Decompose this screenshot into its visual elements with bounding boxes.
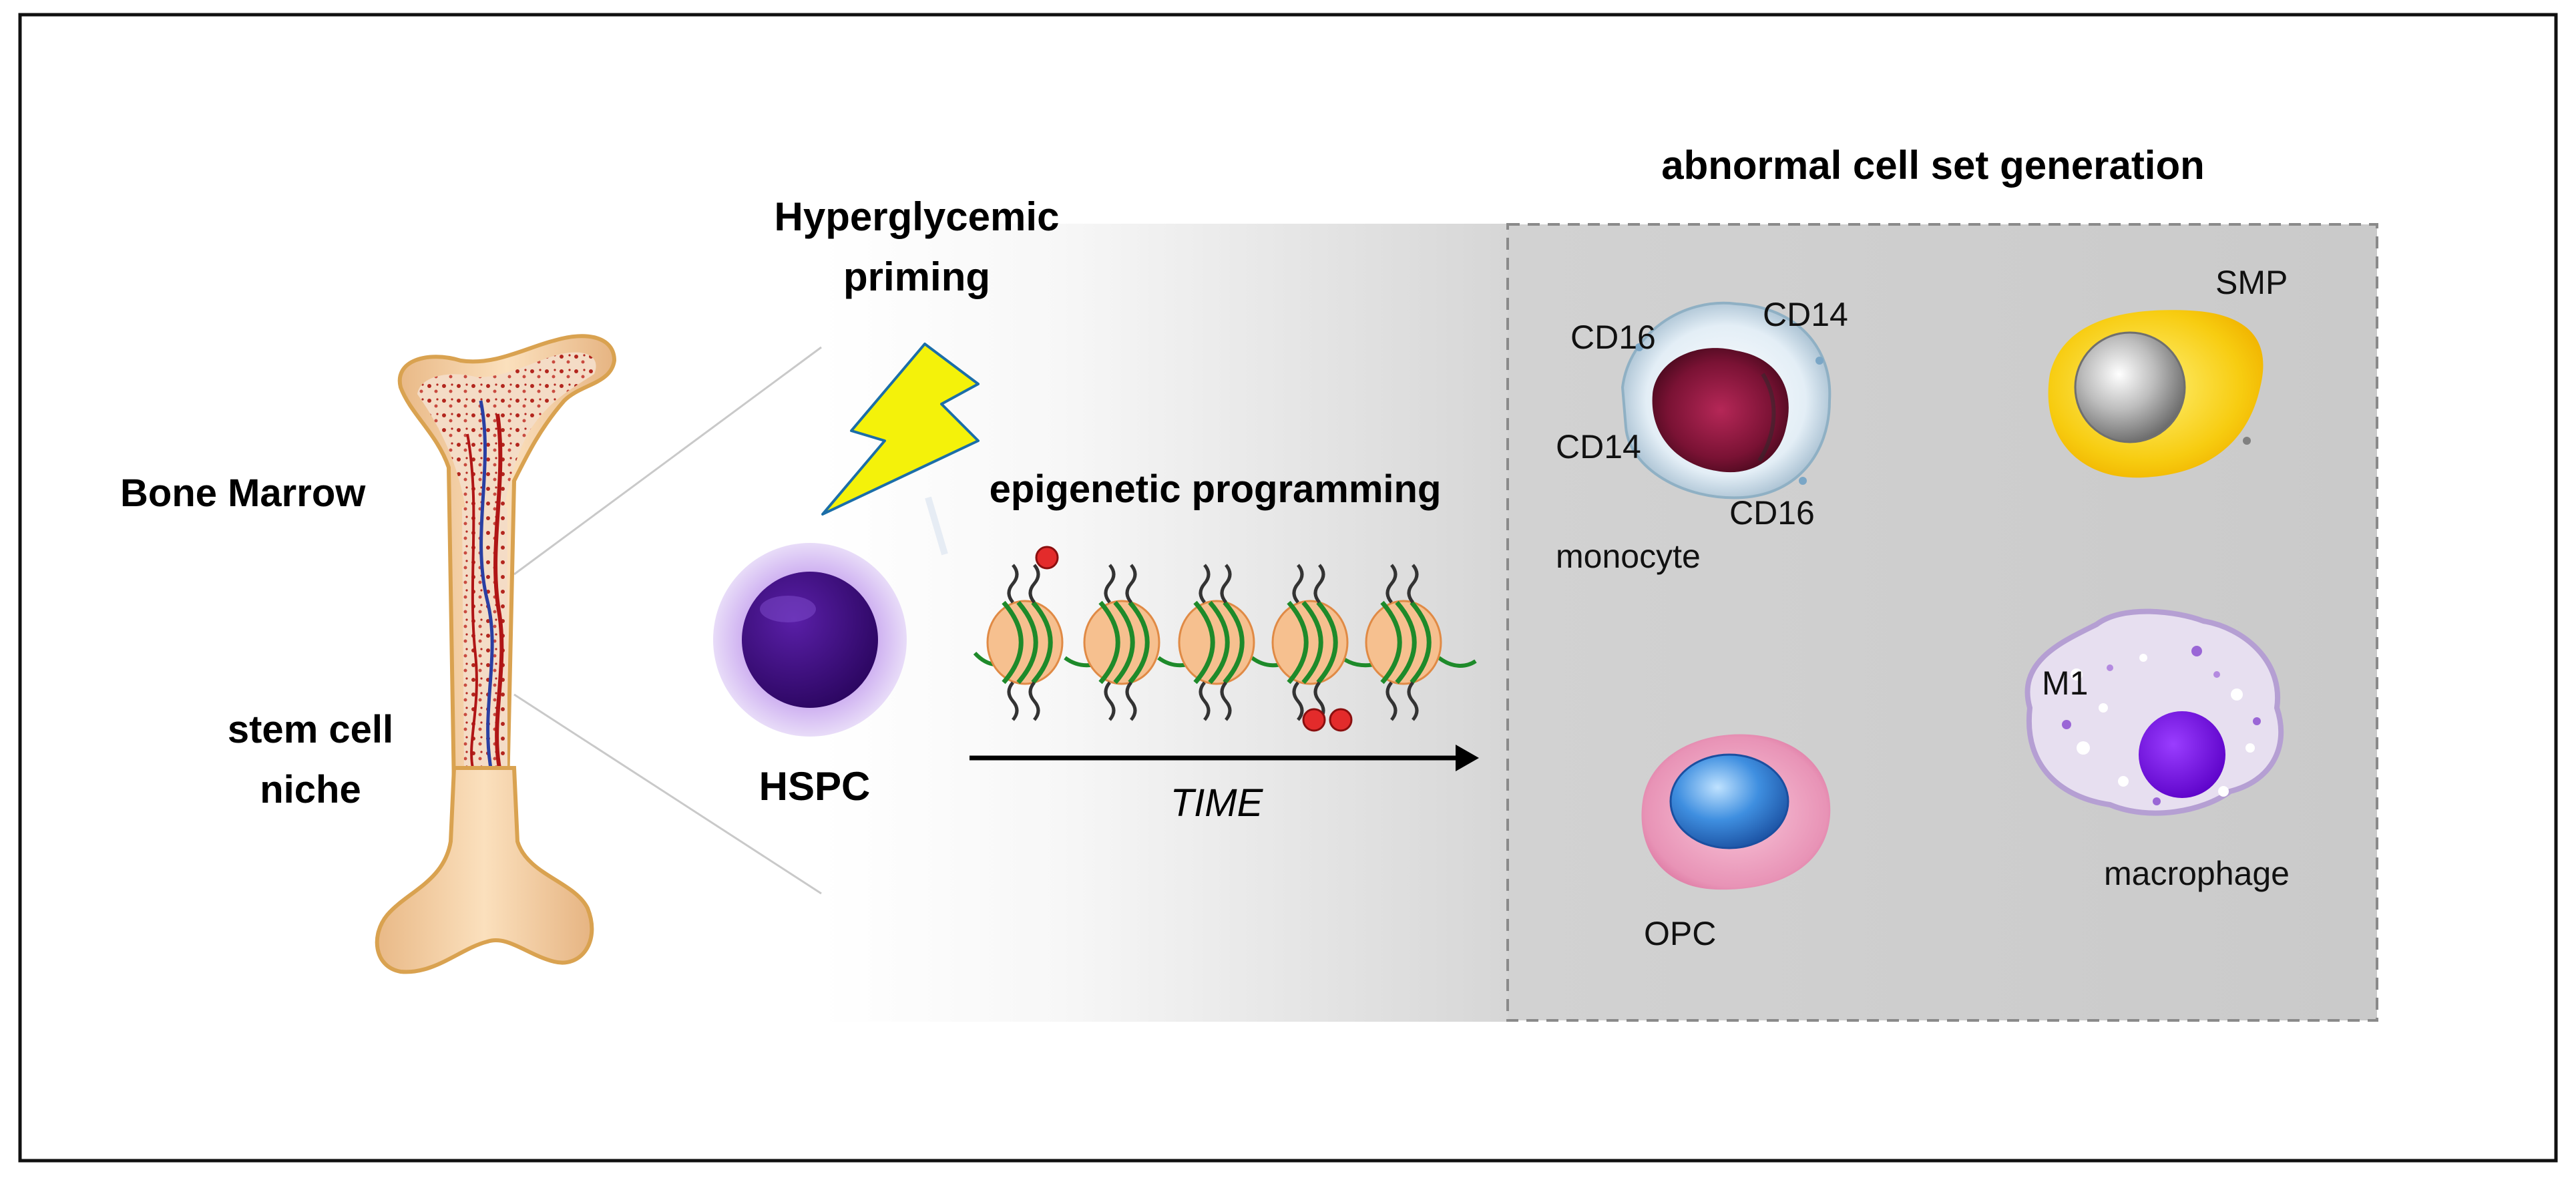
hyperglycemic-label-line1: Hyperglycemic	[775, 194, 1060, 239]
nucleosome	[1365, 564, 1442, 721]
femur-bone-illustration	[375, 334, 617, 974]
m1-label: M1	[2042, 664, 2088, 702]
abnormal-cell-set-title: abnormal cell set generation	[1661, 143, 2205, 188]
macrophage-label: macrophage	[2104, 855, 2290, 892]
vesicle	[2139, 654, 2147, 662]
vesicle	[2231, 689, 2243, 701]
opc-cell	[1641, 734, 1831, 890]
vesicle	[2118, 776, 2129, 787]
bone-marrow-label: Bone Marrow	[120, 471, 366, 515]
vesicle	[2153, 797, 2161, 805]
vesicle	[2071, 668, 2083, 680]
cd14-top-label: CD14	[1763, 296, 1848, 333]
zoom-line-bottom	[513, 693, 822, 895]
stem-cell-niche-line1: stem cell	[228, 708, 393, 751]
vesicle	[2253, 717, 2261, 725]
smp-cell	[2048, 310, 2264, 478]
time-label: TIME	[1170, 781, 1264, 825]
epigenetic-programming-label: epigenetic programming	[990, 467, 1442, 511]
hyperglycemic-label-line2: priming	[843, 254, 990, 299]
hspc-cell	[713, 543, 907, 737]
lightning-trail	[925, 496, 948, 556]
vesicle	[2107, 664, 2113, 671]
stem-cell-niche-line2: niche	[260, 768, 361, 811]
vesicle	[2062, 720, 2071, 729]
vesicle	[2213, 671, 2220, 678]
cd14-left-label: CD14	[1556, 428, 1641, 465]
smp-label: SMP	[2215, 264, 2288, 301]
methyl-mark	[1329, 708, 1353, 732]
vesicle	[2077, 741, 2090, 755]
monocyte-cell	[1621, 301, 1832, 500]
opc-label: OPC	[1644, 915, 1716, 952]
monocyte-label: monocyte	[1556, 538, 1701, 575]
cd16-bottom-label: CD16	[1729, 494, 1815, 532]
vesicle	[2099, 703, 2108, 713]
methyl-mark	[1302, 708, 1326, 732]
nucleosome	[1271, 564, 1349, 721]
zoom-line-top	[513, 346, 822, 576]
time-arrow-head	[1456, 745, 1479, 771]
nucleosome	[986, 564, 1064, 721]
vesicle	[2245, 743, 2255, 753]
vesicle	[2191, 646, 2202, 656]
hspc-label: HSPC	[759, 764, 871, 809]
methyl-mark	[1035, 546, 1059, 570]
vesicle	[2218, 786, 2229, 797]
cd16-top-label: CD16	[1570, 319, 1656, 356]
macrophage-cell	[2024, 608, 2284, 816]
nucleosome	[1083, 564, 1160, 721]
nucleosome	[1178, 564, 1255, 721]
lightning-bolt-icon	[821, 343, 980, 516]
